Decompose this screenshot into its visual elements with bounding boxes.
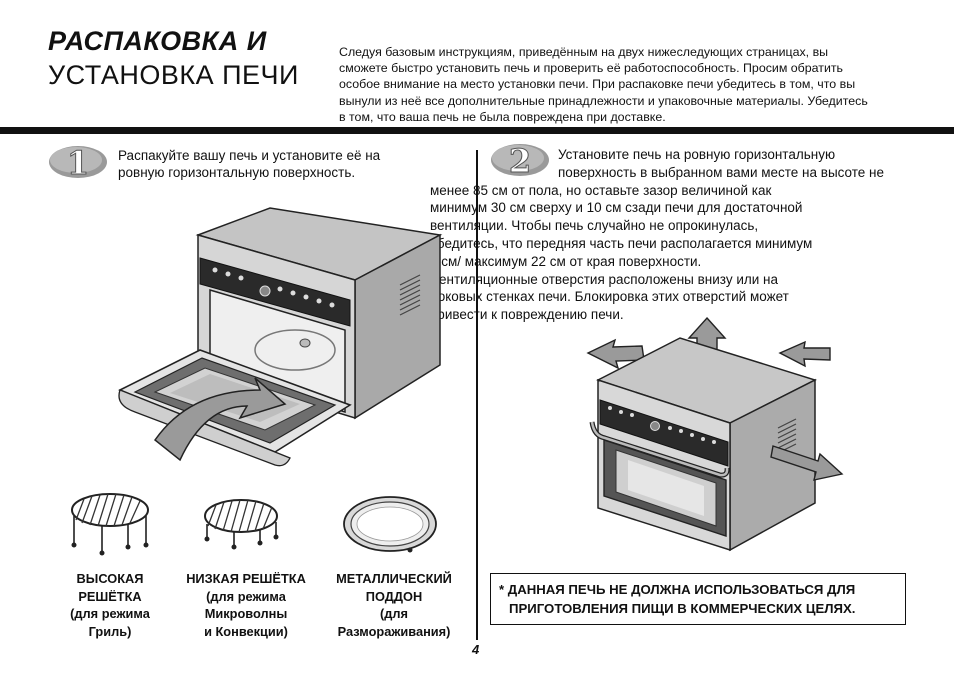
accessory-label-line: (для xyxy=(380,606,408,621)
step-2-line: Установите печь на ровную горизонтальную xyxy=(558,147,836,162)
accessory-label-high-rack: ВЫСОКАЯ РЕШЁТКА (для режима Гриль) xyxy=(55,570,165,640)
commercial-use-warning: * ДАННАЯ ПЕЧЬ НЕ ДОЛЖНА ИСПОЛЬЗОВАТЬСЯ Д… xyxy=(490,573,906,625)
accessory-label-line: Микроволны xyxy=(204,606,288,621)
step-2-line: привести к повреждению печи. xyxy=(430,307,624,323)
accessory-label-line: ВЫСОКАЯ xyxy=(76,571,144,586)
accessory-label-line: ПОДДОН xyxy=(365,588,423,604)
accessory-label-line: (для режима xyxy=(70,606,150,621)
oven-placement-illustration xyxy=(586,316,844,552)
step-1-badge: 1 xyxy=(49,144,107,183)
step-2-line: 8 см/ максимум 22 см от края поверхности… xyxy=(430,253,702,269)
page-title-line1: РАСПАКОВКА И xyxy=(48,26,267,56)
step-2-line: вентиляции. Чтобы печь случайно не опрок… xyxy=(430,218,759,234)
high-rack-icon xyxy=(71,493,149,556)
accessory-label-line: Размораживания) xyxy=(337,623,451,639)
accessory-label-line: (для режима xyxy=(206,588,286,604)
warning-line-1: * ДАННАЯ ПЕЧЬ НЕ ДОЛЖНА ИСПОЛЬЗОВАТЬСЯ Д… xyxy=(499,582,856,597)
step-1-number: 1 xyxy=(67,144,89,182)
step-1-text: Распакуйте вашу печь и установите её на … xyxy=(118,147,418,182)
step-2-badge: 2 xyxy=(491,142,549,181)
page-title-line2: УСТАНОВКА ПЕЧИ xyxy=(48,60,299,90)
header-rule xyxy=(0,127,954,134)
accessory-label-line: МЕТАЛЛИЧЕСКИЙ xyxy=(336,571,452,586)
step-2-line: менее 85 см от пола, но оставьте зазор в… xyxy=(430,182,772,198)
accessory-label-line: Гриль) xyxy=(88,623,132,639)
step-2-line: убедитесь, что передняя часть печи распо… xyxy=(430,235,813,251)
accessory-label-low-rack: НИЗКАЯ РЕШЁТКА (для режима Микроволны и … xyxy=(178,570,314,640)
page-number: 4 xyxy=(472,642,480,657)
accessory-label-metal-tray: МЕТАЛЛИЧЕСКИЙ ПОДДОН (для Размораживания… xyxy=(324,570,464,640)
step-2-line: минимум 30 см сверху и 10 см сзади печи … xyxy=(430,200,803,216)
intro-line: особое внимание на место установки печи.… xyxy=(339,77,856,92)
intro-line: Следуя базовым инструкциям, приведённым … xyxy=(339,45,829,59)
intro-line: в том, что ваша печь не была повреждена … xyxy=(339,109,666,124)
accessory-label-line: НИЗКАЯ РЕШЁТКА xyxy=(186,571,306,586)
intro-line: вынули из неё все дополнительные принадл… xyxy=(339,93,868,108)
accessory-label-line: и Конвекции) xyxy=(204,623,288,639)
accessory-label-line: РЕШЁТКА xyxy=(78,588,142,604)
intro-paragraph: Следуя базовым инструкциям, приведённым … xyxy=(339,44,909,125)
step-1-line: ровную горизонтальную поверхность. xyxy=(118,165,356,181)
column-divider xyxy=(476,150,478,640)
step-2-line: поверхность в выбранном вами месте на вы… xyxy=(558,164,885,180)
step-2-text: Установите печь на ровную горизонтальную… xyxy=(430,146,904,324)
oven-unpacking-illustration xyxy=(118,207,443,467)
step-1-line: Распакуйте вашу печь и установите её на xyxy=(118,148,381,163)
step-2-line: боковых стенках печи. Блокировка этих от… xyxy=(430,289,789,305)
step-2-line: Вентиляционные отверстия расположены вни… xyxy=(430,271,779,287)
step-2-number: 2 xyxy=(509,142,531,180)
metal-tray-icon xyxy=(343,496,437,553)
intro-line: сможете быстро установить печь и провери… xyxy=(339,61,844,76)
warning-line-2: ПРИГОТОВЛЕНИЯ ПИЩИ В КОММЕРЧЕСКИХ ЦЕЛЯХ. xyxy=(509,601,856,616)
low-rack-icon xyxy=(204,499,279,550)
